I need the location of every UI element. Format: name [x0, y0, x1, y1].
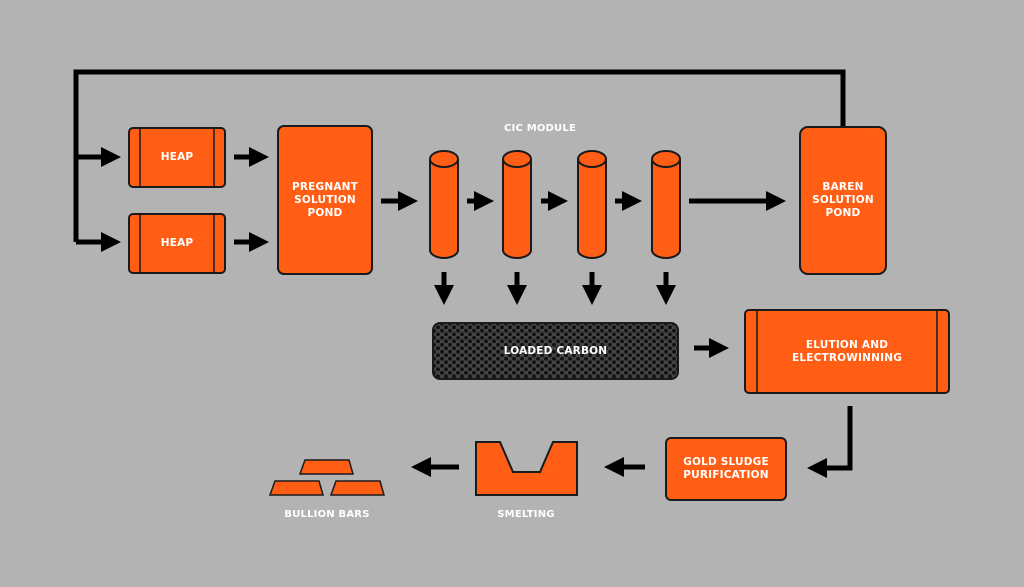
- barren-pond-label: BAREN SOLUTION POND: [812, 181, 874, 219]
- elution-node: [744, 309, 950, 394]
- cic-column-3: [577, 150, 607, 259]
- heap-bottom-label: HEAP: [160, 237, 194, 249]
- smelting-label: SMELTING: [497, 508, 555, 520]
- heap-bottom-node: [128, 213, 226, 274]
- heap-top-node: [128, 127, 226, 188]
- heap-top-label: HEAP: [160, 151, 194, 163]
- smelting-node: [475, 441, 578, 496]
- cic-column-1: [429, 150, 459, 259]
- elution-label: ELUTION AND ELECTROWINNING: [791, 338, 903, 364]
- pregnant-pond-node: [277, 125, 373, 275]
- loaded-carbon-label: LOADED CARBON: [503, 344, 608, 357]
- gold-sludge-label: GOLD SLUDGE PURIFICATION: [683, 456, 769, 481]
- pregnant-pond-label: PREGNANT SOLUTION POND: [291, 180, 359, 219]
- loaded-carbon-node: [432, 322, 679, 380]
- bullion-bars-node: [268, 459, 385, 496]
- gold-sludge-node: [665, 437, 787, 501]
- cic-column-2: [502, 150, 532, 259]
- arrow-elution-to-gold-sludge: [807, 406, 853, 478]
- bullion-bars-label: BULLION BARS: [284, 508, 370, 520]
- cic-column-4: [651, 150, 681, 259]
- barren-pond-node: [799, 126, 887, 275]
- cic-module-label: CIC MODULE: [504, 122, 576, 134]
